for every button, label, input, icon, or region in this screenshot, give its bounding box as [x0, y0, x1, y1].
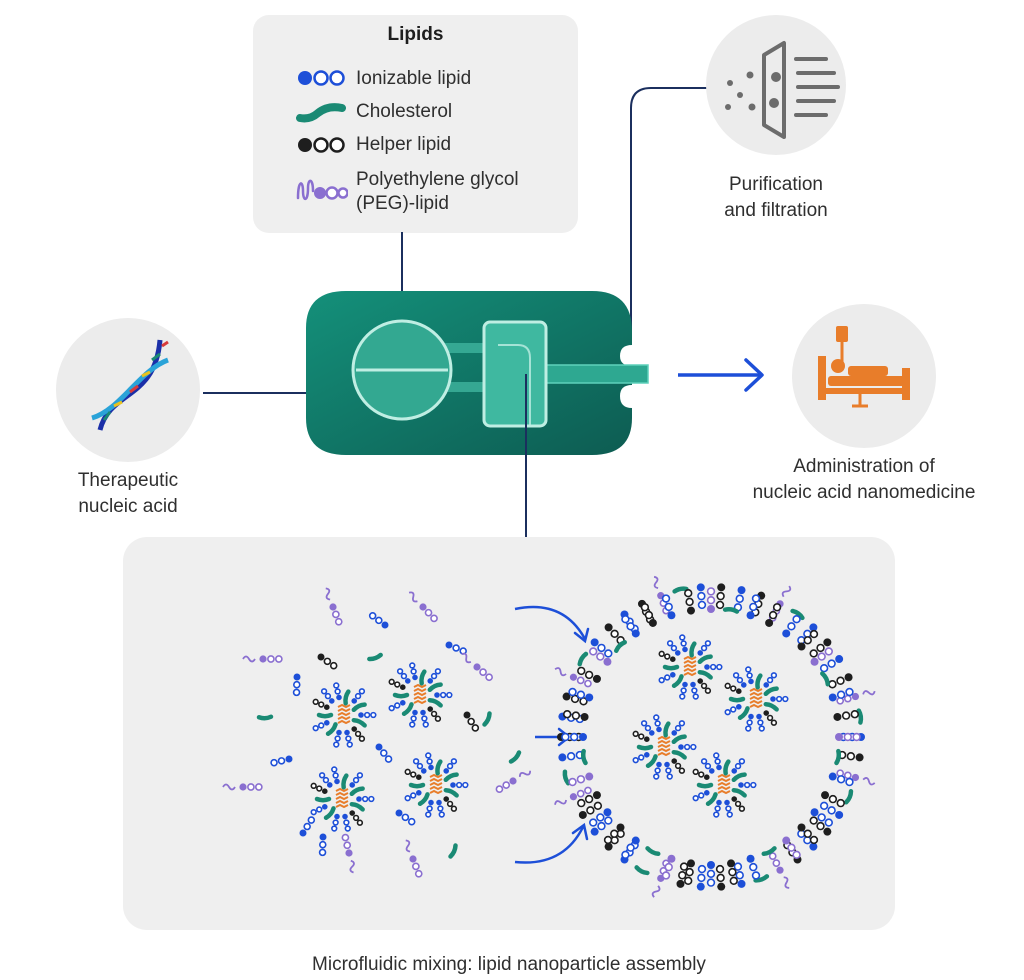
legend-label-peg-lipid: Polyethylene glycol (PEG)-lipid: [356, 169, 519, 214]
administration-label: Administration of nucleic acid nanomedic…: [752, 456, 976, 503]
legend-label-ionizable-lipid: Ionizable lipid: [356, 68, 472, 89]
purification-label: Purification and filtration: [724, 174, 828, 221]
dna-icon: [91, 339, 169, 431]
chip-mixing-chamber: [482, 320, 548, 428]
assembly-arrow-top: [514, 605, 587, 640]
cholesterol-icon: [296, 103, 346, 123]
administration-arrow: [678, 358, 764, 392]
filter-icon: [725, 41, 840, 139]
helper-lipid-icon: [298, 137, 345, 153]
nucleic-acid-label: Therapeutic nucleic acid: [77, 470, 179, 517]
mixing-panel: [123, 537, 895, 930]
nanoparticle-assembly-illustration: [222, 575, 876, 898]
legend-label-helper-lipid: Helper lipid: [356, 134, 452, 155]
assembly-arrow-bottom: [514, 826, 585, 864]
peg-lipid-icon: [296, 179, 348, 201]
hospital-bed-icon: [818, 326, 910, 408]
purification-connector-line: [630, 87, 708, 345]
ionizable-lipid-icon: [298, 70, 345, 86]
mixing-caption: Microfluidic mixing: lipid nanoparticle …: [312, 954, 706, 975]
lipids-legend-title: Lipids: [387, 24, 444, 45]
legend-label-cholesterol: Cholesterol: [356, 101, 453, 122]
